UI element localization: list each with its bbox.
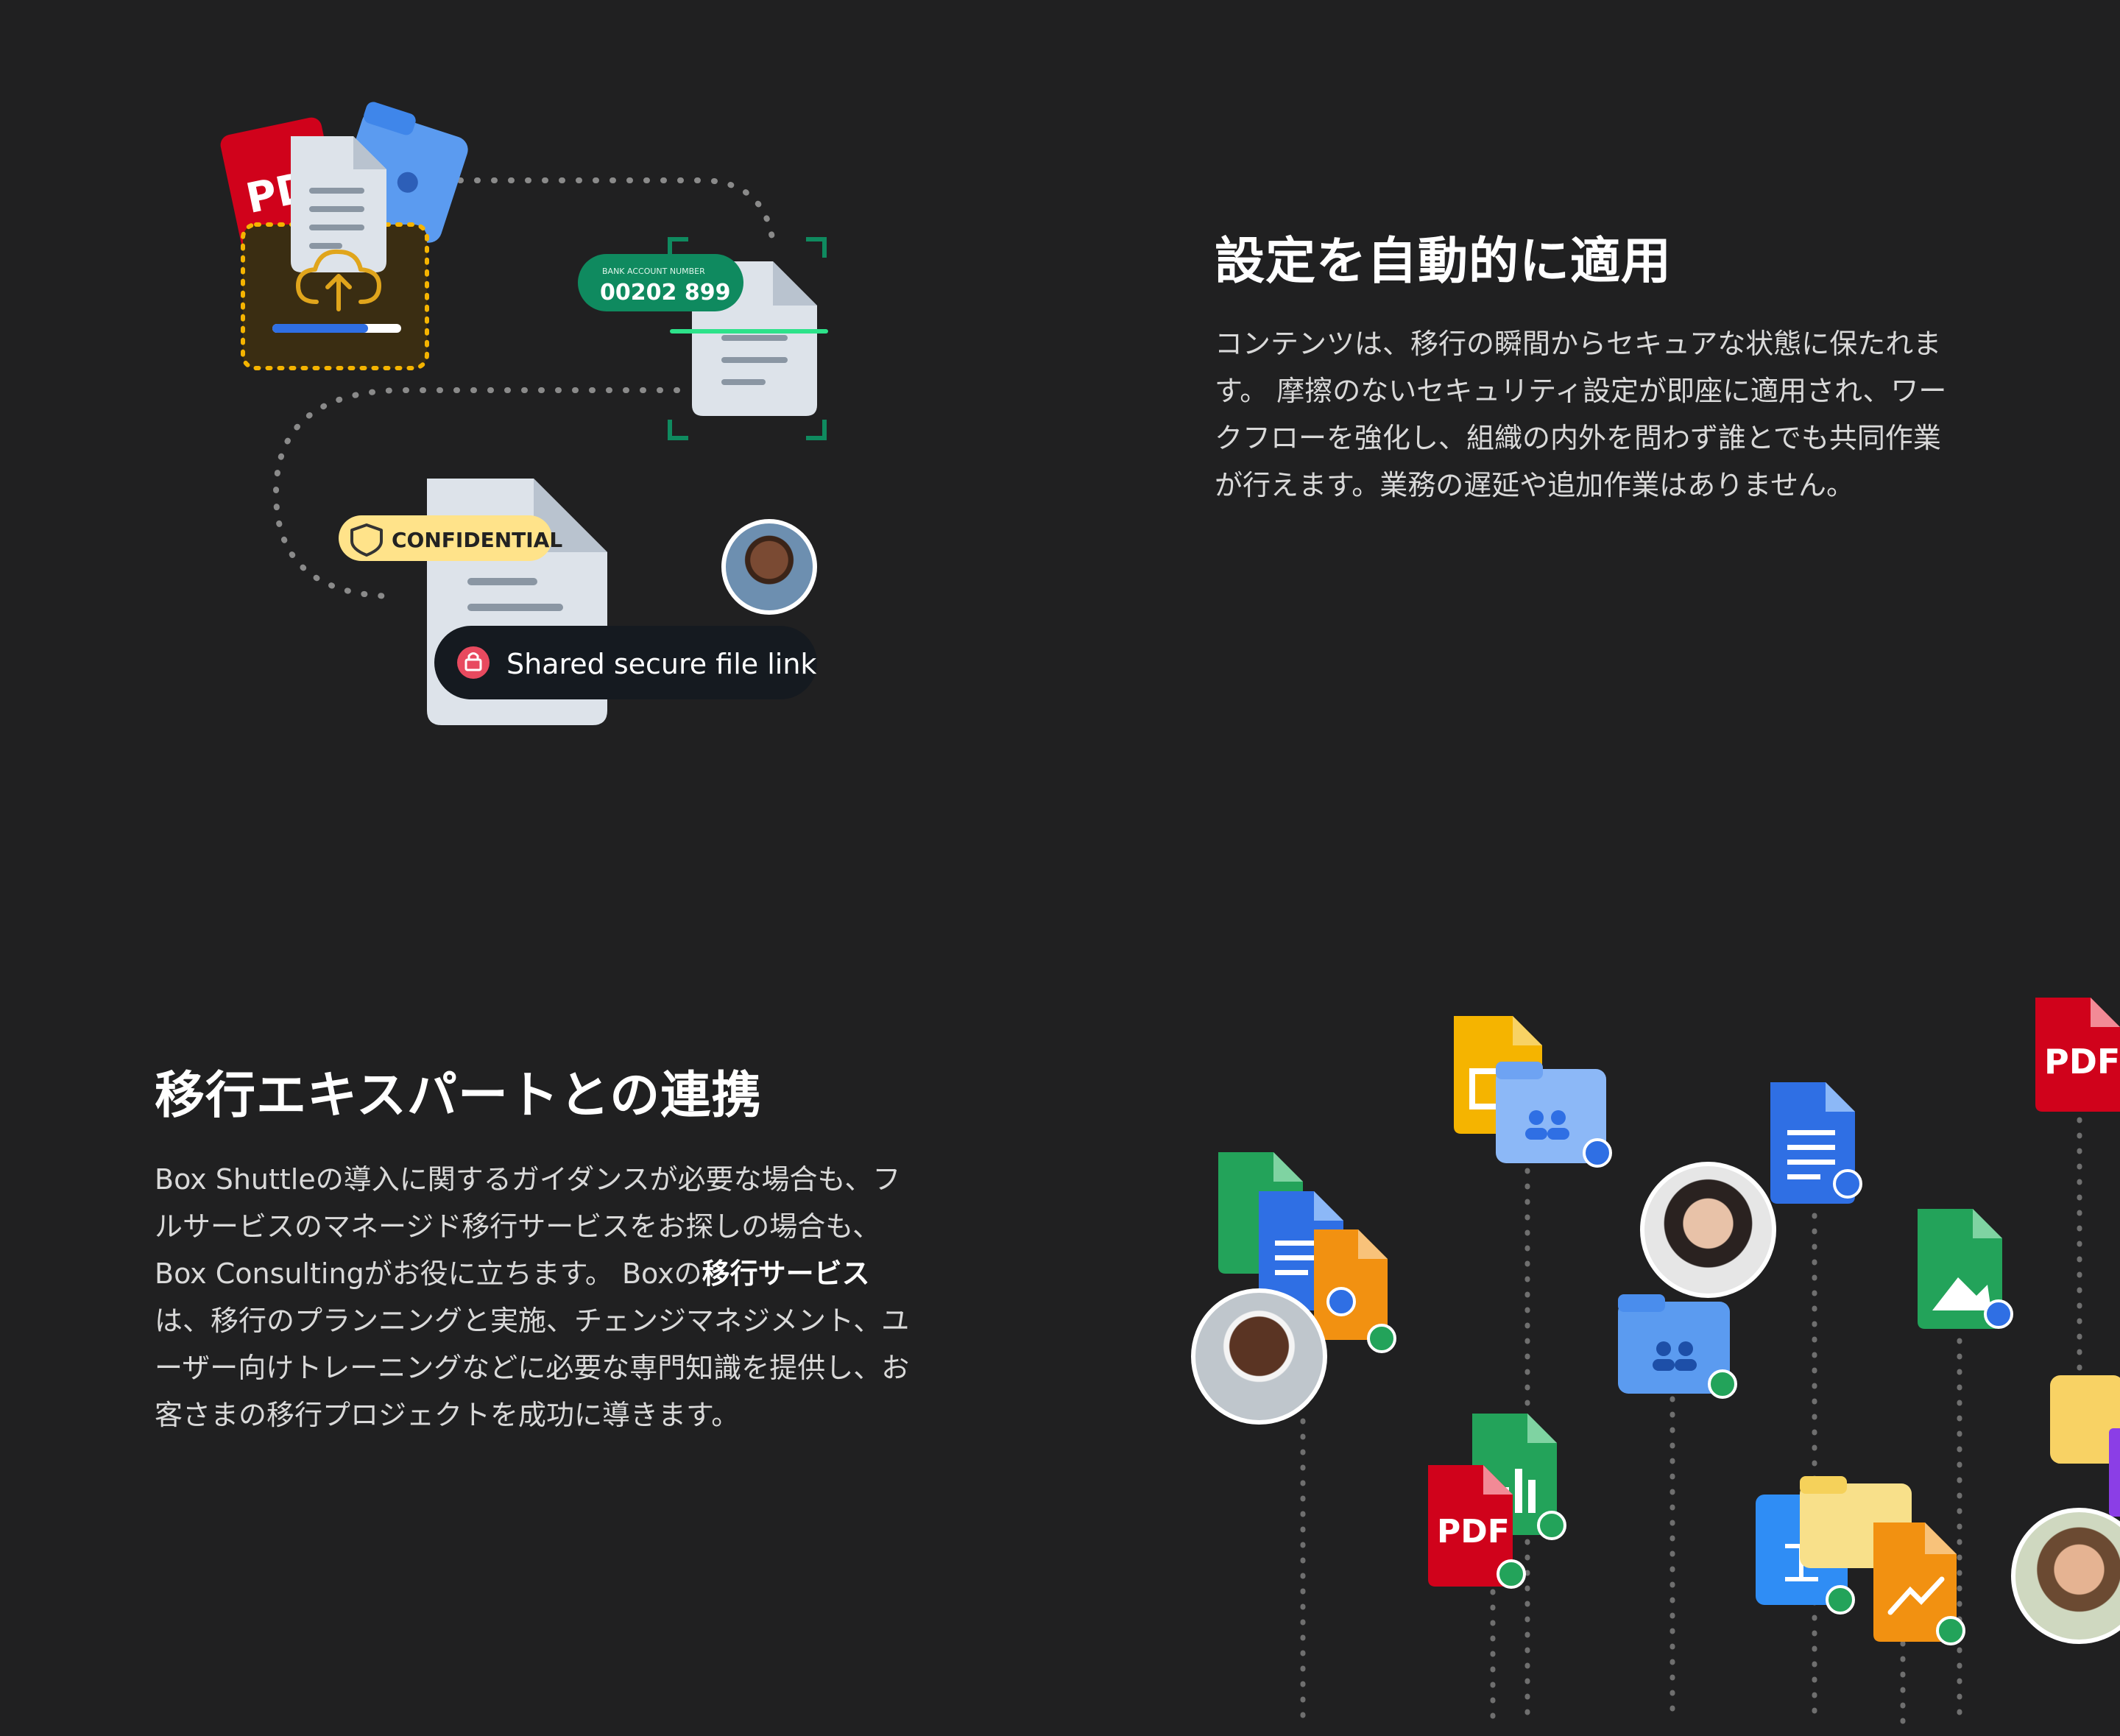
bank-account-badge xyxy=(578,254,743,311)
yellow-folder-icon xyxy=(2050,1375,2120,1517)
section-body: コンテンツは、移行の瞬間からセキュアな状態に保たれます。 摩擦のないセキュリティ… xyxy=(1215,327,1947,501)
user-avatar xyxy=(1191,1288,1327,1425)
user-avatar xyxy=(2011,1508,2120,1644)
bank-account-number: 00202 899 xyxy=(600,280,730,306)
cloud-upload-icon xyxy=(296,249,381,311)
body-text: Box Shuttleの導入に関するガイダンスが必要な場合も、フルサービスのマネ… xyxy=(155,1162,901,1290)
drawing-file-icon xyxy=(1314,1229,1388,1340)
section-title: 移行エキスパートとの連携 xyxy=(155,1067,763,1125)
section-migration-experts: 移行エキスパートとの連携 Box Shuttleの導入に関するガイダンスが必要な… xyxy=(155,1066,913,1439)
security-illustration: PDF xyxy=(206,96,869,744)
user-avatar xyxy=(721,519,817,615)
doc-file-icon xyxy=(1770,1082,1862,1204)
section-title: 設定を自動的に適用 xyxy=(1215,233,1672,291)
pdf-file-icon: PDF xyxy=(2035,998,2120,1112)
shield-icon xyxy=(350,523,383,557)
shared-folder-icon xyxy=(1496,1062,1612,1168)
section-body: Box Shuttleの導入に関するガイダンスが必要な場合も、フルサービスのマネ… xyxy=(155,1156,913,1439)
shared-folder-icon xyxy=(1618,1294,1737,1399)
upload-progress-fill xyxy=(272,324,368,333)
migration-illustration-svg: PDF xyxy=(1218,998,2120,1726)
lock-icon xyxy=(464,658,482,671)
pdf-file-icon: PDF xyxy=(1428,1465,1526,1589)
section-auto-apply: 設定を自動的に適用 コンテンツは、移行の瞬間からセキュアな状態に保たれます。 摩… xyxy=(1215,232,1958,509)
shared-link-pill xyxy=(434,626,817,699)
image-file-icon xyxy=(1918,1209,2013,1329)
security-illustration-svg: PDF xyxy=(220,102,828,725)
confidential-badge xyxy=(339,515,552,561)
migration-illustration: PDF xyxy=(1178,987,2120,1733)
confidential-label: CONFIDENTIAL xyxy=(392,528,562,552)
dotted-path xyxy=(272,177,776,599)
scan-frame xyxy=(668,237,827,440)
document-icon xyxy=(291,136,386,272)
body-text: は、移行のプランニングと実施、チェンジマネジメント、ユーザー向けトレーニングなど… xyxy=(155,1304,910,1431)
scan-line xyxy=(670,329,828,334)
user-avatar xyxy=(1640,1162,1776,1298)
migration-services-link[interactable]: 移行サービス xyxy=(702,1257,870,1290)
trend-file-icon xyxy=(1873,1522,1965,1645)
pdf-label: PDF xyxy=(1437,1513,1510,1550)
shared-link-label: Shared secure file link xyxy=(506,648,816,680)
bank-account-label: BANK ACCOUNT NUMBER xyxy=(602,267,705,276)
pdf-label: PDF xyxy=(2044,1042,2120,1082)
